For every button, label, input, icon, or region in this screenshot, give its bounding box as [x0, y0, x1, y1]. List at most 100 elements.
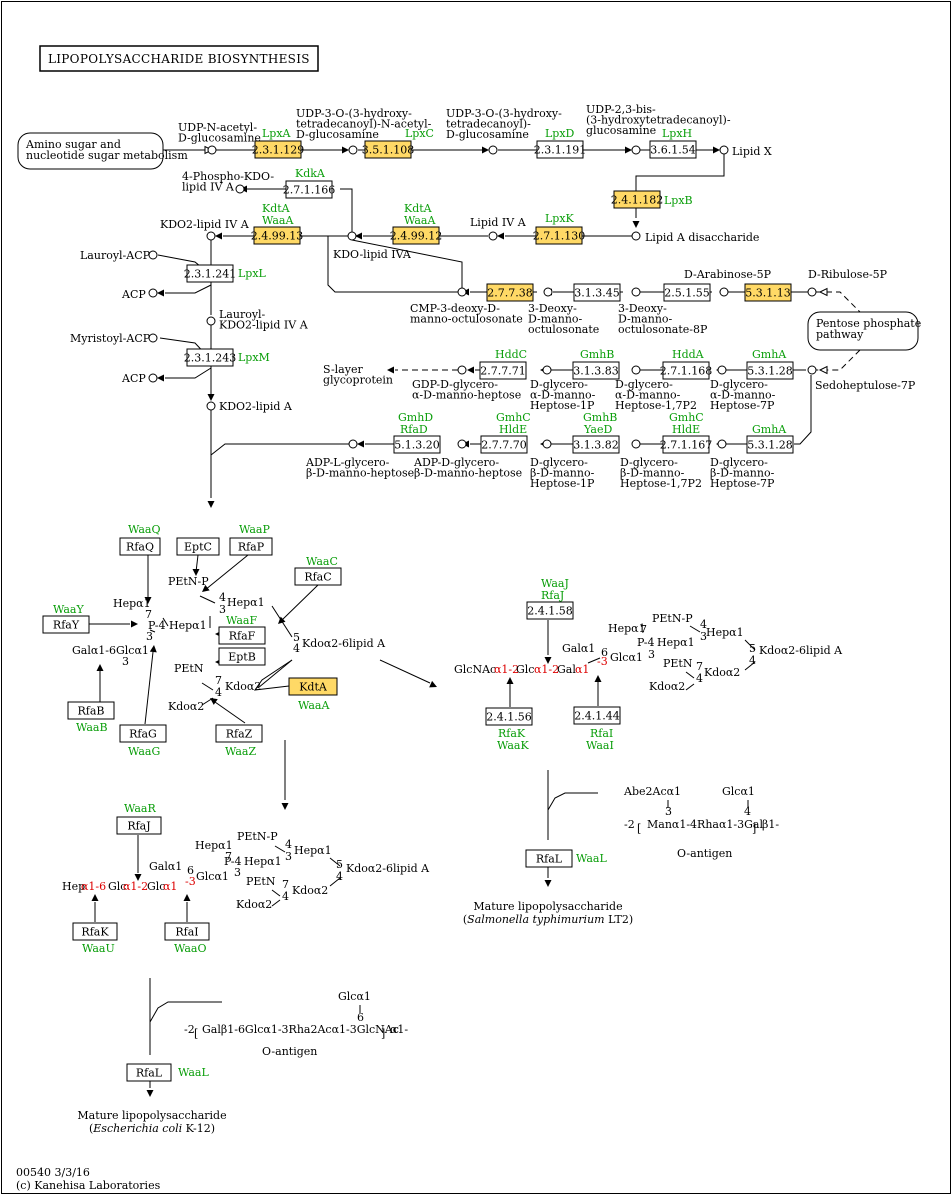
enzyme-box-eptb[interactable]: [218, 647, 266, 666]
enzyme-box-rfap[interactable]: [229, 537, 273, 556]
compound-node[interactable]: [348, 145, 358, 155]
arrow-head: [818, 287, 828, 297]
compound-node[interactable]: [807, 287, 817, 297]
enzyme-box-hlde2[interactable]: [662, 435, 710, 454]
compound-node[interactable]: [631, 231, 641, 241]
enzyme-box-rfaq[interactable]: [119, 537, 161, 556]
compound-node[interactable]: [206, 231, 216, 241]
enzyme-box-rfal1[interactable]: [525, 849, 573, 868]
enzyme-label-gmha2: 5.3.1.28: [747, 439, 792, 452]
enzyme-box-lpxc[interactable]: [364, 140, 412, 159]
gene-rfak1: RfaK: [498, 727, 526, 740]
compound-node[interactable]: [807, 365, 817, 375]
pathway-link-amino[interactable]: [17, 132, 164, 170]
enzyme-box-hddc[interactable]: [479, 361, 527, 380]
enzyme-box-gmhb1[interactable]: [572, 361, 620, 380]
enzyme-box-gmhd[interactable]: [393, 435, 441, 454]
compound-node[interactable]: [542, 365, 552, 375]
compound-label-hep7p_b: Heptose-7P: [710, 477, 775, 490]
enzyme-box-rfag[interactable]: [119, 724, 167, 743]
compound-node[interactable]: [631, 439, 641, 449]
enzyme-box-rfai1[interactable]: [573, 706, 621, 725]
compound-node[interactable]: [631, 287, 641, 297]
enzyme-box-rfaf[interactable]: [218, 626, 266, 645]
arrow-head: [281, 803, 289, 810]
enzyme-box-rfal2[interactable]: [126, 1063, 172, 1082]
compound-label-hep1p_a: Heptose-1P: [530, 399, 595, 412]
compound-label-kdo: D-manno-: [528, 313, 583, 326]
enzyme-box-kdta1[interactable]: [253, 226, 301, 245]
enzyme-box-eptc[interactable]: [176, 537, 220, 556]
enzyme-box-gmhb2[interactable]: [572, 435, 620, 454]
structure-text: Galβ1-6Glcα1-3Rha2Acα1-3GlcNAc: [202, 1023, 399, 1036]
structure-text: Glcα1: [722, 785, 755, 798]
compound-node[interactable]: [719, 287, 729, 297]
enzyme-box-kdsd[interactable]: [744, 283, 792, 302]
enzyme-box-rfaj2[interactable]: [116, 816, 162, 835]
enzyme-box-gmha2[interactable]: [746, 435, 794, 454]
compound-node[interactable]: [542, 439, 552, 449]
enzyme-box-rfaj1[interactable]: [526, 601, 574, 620]
enzyme-box-lpxl[interactable]: [186, 264, 234, 283]
compound-node[interactable]: [719, 145, 729, 155]
compound-node[interactable]: [148, 288, 158, 298]
compound-node[interactable]: [488, 231, 498, 241]
enzyme-box-kdta2[interactable]: [392, 226, 440, 245]
compound-node[interactable]: [207, 145, 217, 155]
enzyme-label-rfai1: 2.4.1.44: [574, 710, 619, 723]
enzyme-box-rfak2[interactable]: [72, 922, 118, 941]
compound-node[interactable]: [148, 250, 158, 260]
enzyme-box-lpxd[interactable]: [536, 140, 584, 159]
enzyme-box-gmha1[interactable]: [746, 361, 794, 380]
enzyme-box-lpxh[interactable]: [649, 140, 697, 159]
enzyme-box-lpxm[interactable]: [186, 348, 234, 367]
structure-text: Hepα1: [706, 626, 744, 639]
compound-node[interactable]: [717, 439, 727, 449]
enzyme-box-rfay[interactable]: [42, 615, 90, 634]
compound-node[interactable]: [206, 401, 216, 411]
pathway-link-pentose[interactable]: [807, 311, 919, 351]
structure-text: Hepα1: [294, 844, 332, 857]
compound-node[interactable]: [457, 287, 467, 297]
structure-text: 3: [234, 866, 241, 879]
compound-node[interactable]: [206, 316, 216, 326]
reaction-line: [744, 639, 756, 651]
enzyme-label-rfag: RfaG: [129, 728, 157, 741]
enzyme-box-lpxk[interactable]: [535, 226, 583, 245]
reaction-line: [340, 188, 353, 232]
enzyme-label-lpxd: 2.3.1.191: [534, 144, 586, 157]
enzyme-box-kdsc[interactable]: [573, 283, 621, 302]
compound-node[interactable]: [717, 365, 727, 375]
compound-node[interactable]: [348, 439, 358, 449]
gene-lpxm: LpxM: [238, 351, 270, 364]
compound-node[interactable]: [148, 373, 158, 383]
enzyme-box-hdda[interactable]: [662, 361, 710, 380]
compound-node[interactable]: [457, 439, 467, 449]
compound-node[interactable]: [148, 333, 158, 343]
compound-node[interactable]: [543, 287, 553, 297]
compound-label-kdolipid: KDO-lipid IVA: [333, 248, 412, 261]
compound-node[interactable]: [631, 365, 641, 375]
enzyme-box-kdsb[interactable]: [486, 283, 534, 302]
arrow-head: [91, 894, 99, 901]
structure-text: α1-6: [81, 880, 106, 893]
enzyme-box-kdta3[interactable]: [288, 677, 338, 696]
compound-node[interactable]: [631, 145, 641, 155]
enzyme-box-kdka[interactable]: [285, 180, 333, 199]
enzyme-box-lpxb[interactable]: [613, 190, 661, 209]
enzyme-box-kdsa[interactable]: [663, 283, 711, 302]
enzyme-box-lpxa[interactable]: [254, 140, 302, 159]
enzyme-label-rfal1: RfaL: [536, 853, 563, 866]
enzyme-box-rfab[interactable]: [67, 701, 115, 720]
compound-node[interactable]: [457, 365, 467, 375]
enzyme-box-rfaz[interactable]: [215, 724, 263, 743]
enzyme-box-hlde1[interactable]: [480, 435, 528, 454]
enzyme-box-rfai2[interactable]: [164, 922, 210, 941]
compound-node[interactable]: [235, 184, 245, 194]
compound-node[interactable]: [488, 145, 498, 155]
enzyme-box-rfac[interactable]: [294, 567, 342, 586]
compound-label-kdo: 3-Deoxy-: [528, 302, 577, 315]
enzyme-label-kdta1: 2.4.99.13: [251, 230, 303, 243]
enzyme-box-rfak1[interactable]: [485, 707, 533, 726]
compound-node[interactable]: [347, 231, 357, 241]
